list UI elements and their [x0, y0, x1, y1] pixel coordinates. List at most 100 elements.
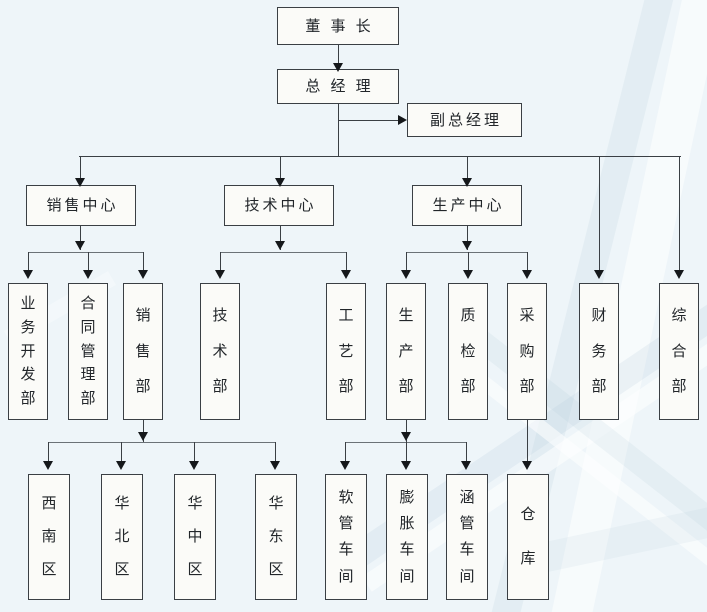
node-production-dept-label: 生产部	[398, 306, 414, 396]
drop-region-nc	[121, 442, 123, 464]
arrow-finance-dept	[594, 270, 604, 279]
connector-chairman-gm	[338, 45, 340, 69]
bus-sales-depts	[28, 252, 144, 254]
arrow-contract-mgmt	[83, 270, 93, 279]
node-region-east-china[interactable]: 华东区	[255, 474, 297, 600]
arrow-gm-deputy	[398, 115, 407, 125]
stem-sales-dept	[143, 420, 145, 442]
arrow-region-sw	[43, 461, 53, 470]
arrow-qc-dept	[463, 270, 473, 279]
bus-regions	[48, 442, 276, 444]
bus-tech-depts	[220, 252, 347, 254]
drop-qc-dept	[468, 252, 470, 274]
node-warehouse-label: 仓库	[520, 506, 536, 568]
arrow-shop-expand	[401, 461, 411, 470]
arrow-sales-center	[75, 178, 85, 187]
node-sales-dept[interactable]: 销售部	[123, 283, 163, 420]
arrow-sales-dept	[138, 270, 148, 279]
node-general-manager[interactable]: 总 经 理	[277, 69, 399, 104]
arrow-process-dept	[341, 270, 351, 279]
node-process-dept[interactable]: 工艺部	[326, 283, 366, 420]
connector-purchase-warehouse	[527, 420, 529, 464]
arrow-prod-dept-stem	[401, 432, 411, 441]
node-hose-workshop[interactable]: 软管车间	[325, 474, 367, 600]
drop-process-dept	[346, 252, 348, 274]
arrow-warehouse	[522, 461, 532, 470]
node-production-dept[interactable]: 生产部	[386, 283, 426, 420]
drop-shop-hose	[345, 442, 347, 464]
node-chairman[interactable]: 董 事 长	[277, 7, 399, 45]
drop-contract-mgmt	[88, 252, 90, 274]
node-general-affairs-dept[interactable]: 综合部	[659, 283, 699, 420]
node-production-center-label: 生产中心	[432, 197, 505, 214]
node-contract-management-dept-label: 合同管理部	[80, 295, 96, 408]
drop-tech-center	[280, 156, 282, 184]
node-finance-dept-label: 财务部	[591, 306, 607, 396]
arrow-shop-culvert	[461, 461, 471, 470]
node-tech-center[interactable]: 技术中心	[224, 185, 334, 226]
node-hose-workshop-label: 软管车间	[338, 488, 354, 585]
arrow-tech-dept	[215, 270, 225, 279]
arrow-prod-stem	[462, 241, 472, 250]
arrow-shop-hose	[340, 461, 350, 470]
node-sales-dept-label: 销售部	[135, 306, 151, 396]
arrow-prod-center	[462, 178, 472, 187]
drop-sales-center	[80, 156, 82, 184]
node-warehouse[interactable]: 仓库	[507, 474, 549, 600]
arrow-biz-dev	[23, 270, 33, 279]
node-general-affairs-dept-label: 综合部	[671, 306, 687, 396]
node-culvert-workshop-label: 涵管车间	[459, 488, 475, 585]
node-quality-control-dept[interactable]: 质检部	[448, 283, 488, 420]
main-bus-line	[79, 156, 681, 158]
node-contract-management-dept[interactable]: 合同管理部	[68, 283, 108, 420]
drop-general-dept	[679, 156, 681, 274]
node-general-manager-label: 总 经 理	[305, 78, 374, 95]
node-technology-dept-label: 技术部	[212, 306, 228, 396]
drop-prod-center	[467, 156, 469, 184]
node-region-north-china-label: 华北区	[114, 495, 130, 579]
arrow-chairman-gm	[333, 63, 343, 72]
node-deputy-general-manager-label: 副总经理	[429, 111, 502, 129]
drop-sales-dept	[143, 252, 145, 274]
stem-tech-center	[280, 226, 282, 250]
node-quality-control-dept-label: 质检部	[460, 306, 476, 396]
node-deputy-general-manager[interactable]: 副总经理	[407, 103, 522, 137]
connector-gm-deputy	[338, 120, 400, 122]
node-culvert-workshop[interactable]: 涵管车间	[446, 474, 488, 600]
node-expansion-workshop[interactable]: 膨胀车间	[386, 474, 428, 600]
node-finance-dept[interactable]: 财务部	[579, 283, 619, 420]
node-expansion-workshop-label: 膨胀车间	[399, 488, 415, 585]
node-technology-dept[interactable]: 技术部	[200, 283, 240, 420]
drop-region-sw	[48, 442, 50, 464]
arrow-purchase-dept	[522, 270, 532, 279]
node-region-southwest-label: 西南区	[41, 495, 57, 579]
node-process-dept-label: 工艺部	[338, 306, 354, 396]
drop-prod-dept	[406, 252, 408, 274]
stem-prod-center	[467, 226, 469, 250]
arrow-region-nc	[116, 461, 126, 470]
arrow-general-dept	[674, 270, 684, 279]
arrow-sales-stem	[75, 241, 85, 250]
arrow-region-cc	[189, 461, 199, 470]
node-region-southwest[interactable]: 西南区	[28, 474, 70, 600]
drop-region-ec	[275, 442, 277, 464]
node-business-development-dept[interactable]: 业务开发部	[8, 283, 48, 420]
node-production-center[interactable]: 生产中心	[412, 185, 522, 226]
drop-tech-dept	[220, 252, 222, 274]
node-chairman-label: 董 事 长	[305, 17, 374, 35]
node-business-development-dept-label: 业务开发部	[20, 295, 36, 408]
node-purchasing-dept[interactable]: 采购部	[507, 283, 547, 420]
node-region-north-china[interactable]: 华北区	[101, 474, 143, 600]
bus-prod-depts	[406, 252, 528, 254]
drop-finance-dept	[599, 156, 601, 274]
arrow-prod-dept	[401, 270, 411, 279]
drop-biz-dev	[28, 252, 30, 274]
node-region-east-china-label: 华东区	[268, 495, 284, 579]
arrow-sales-dept-stem	[138, 432, 148, 441]
node-purchasing-dept-label: 采购部	[519, 306, 535, 396]
drop-region-cc	[194, 442, 196, 464]
node-sales-center[interactable]: 销售中心	[26, 185, 136, 226]
node-region-central-china[interactable]: 华中区	[174, 474, 216, 600]
connector-gm-stem	[338, 104, 340, 156]
